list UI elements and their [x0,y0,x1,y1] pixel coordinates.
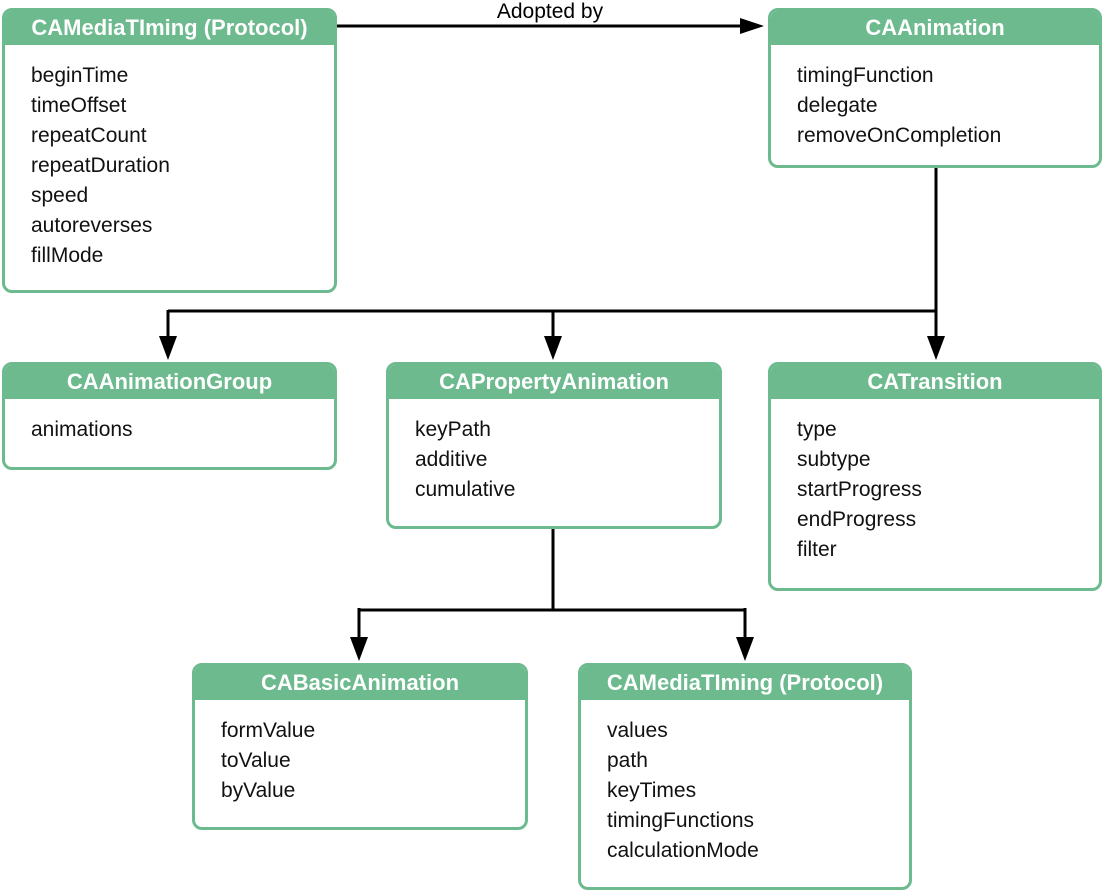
node-property-list: type subtype startProgress endProgress filte… [771,401,1099,565]
node-catransition: CATransition type subtype startProgress end… [768,362,1102,591]
node-title: CAMediaTIming (Protocol) [581,666,909,702]
property-row: autoreverses [31,214,153,237]
property-row: byValue [221,779,296,802]
property-row: additive [415,448,488,471]
node-title: CAAnimationGroup [5,365,334,401]
node-property-list: values path keyTimes timingFunctions calcula… [581,702,909,866]
property-row: beginTime [31,64,129,87]
property-row: type [797,418,837,441]
property-row: path [607,749,648,772]
property-row: subtype [797,448,871,471]
node-title: CAMediaTIming (Protocol) [5,11,334,47]
node-property-list: keyPath additive cumulative [389,401,719,505]
node-title: CAPropertyAnimation [389,365,719,401]
edge-label-adopted-by: Adopted by [496,0,604,23]
property-row: speed [31,184,89,207]
property-row: keyTimes [607,779,697,802]
property-row: values [607,719,668,742]
connector-capropertyanimation-subclasses [350,529,754,661]
property-row: timingFunctions [607,809,755,832]
node-capropertyanimation: CAPropertyAnimation keyPath additive cumul… [386,362,722,529]
property-row: keyPath [415,418,491,441]
node-title: CATransition [771,365,1099,401]
property-row: timeOffset [31,94,127,117]
property-row: calculationMode [607,839,759,862]
property-row: fillMode [31,244,104,267]
node-camediatiming-protocol-bottom: CAMediaTIming (Protocol) values path keyTi… [578,663,912,890]
property-row: cumulative [415,478,516,501]
node-camediatiming-protocol-top: CAMediaTIming (Protocol) beginTime timeOf… [2,8,337,293]
property-row: removeOnCompletion [797,124,1002,147]
property-row: formValue [221,719,316,742]
node-property-list: timingFunction delegate removeOnCompletion [771,47,1099,151]
property-row: endProgress [797,508,917,531]
property-row: filter [797,538,837,561]
property-row: repeatCount [31,124,147,147]
property-row: animations [31,418,133,441]
node-property-list: animations [5,401,334,445]
node-property-list: formValue toValue byValue [195,702,525,806]
node-title: CAAnimation [771,11,1099,47]
node-title: CABasicAnimation [195,666,525,702]
node-caanimation: CAAnimation timingFunction delegate remove… [768,8,1102,168]
property-row: repeatDuration [31,154,170,177]
property-row: delegate [797,94,878,117]
node-caanimationgroup: CAAnimationGroup animations [2,362,337,470]
node-property-list: beginTime timeOffset repeatCount repeatDura… [5,47,334,271]
property-row: toValue [221,749,291,772]
property-row: startProgress [797,478,922,501]
property-row: timingFunction [797,64,934,87]
node-cabasicanimation: CABasicAnimation formValue toValue byValue [192,663,528,830]
